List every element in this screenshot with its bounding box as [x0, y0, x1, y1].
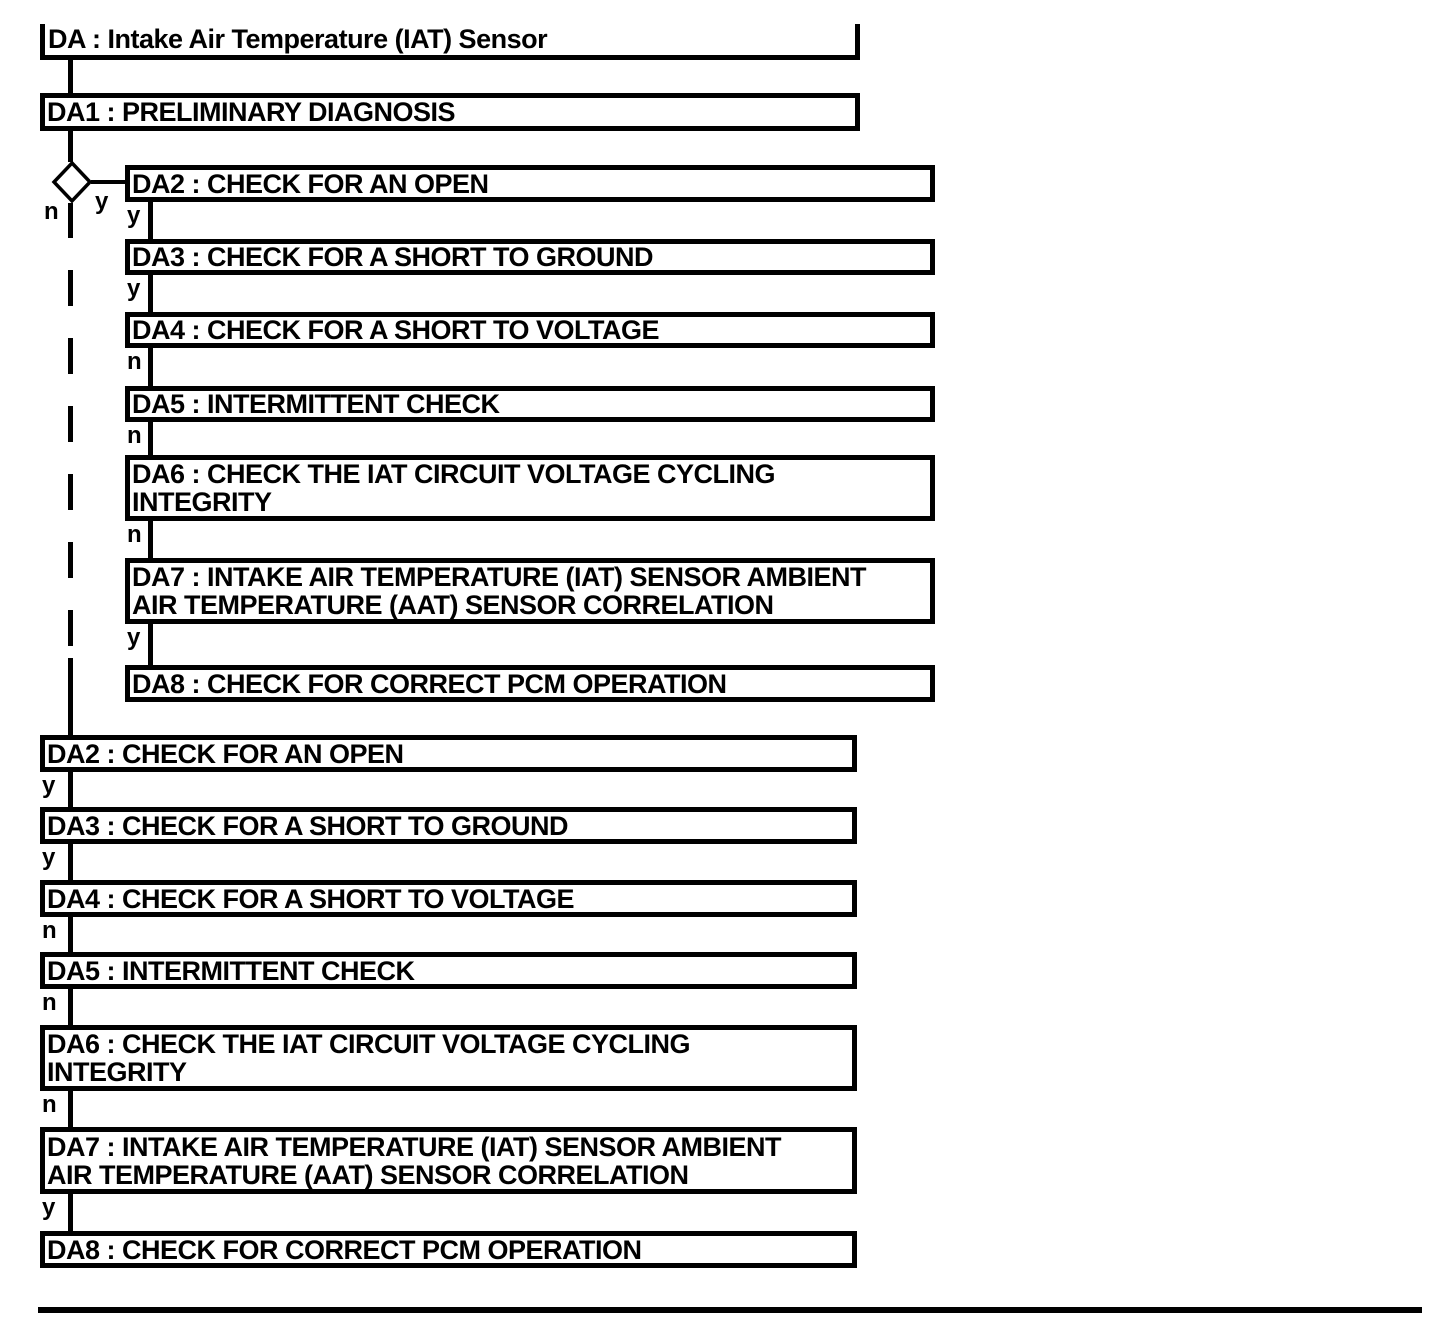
connector-line: [148, 202, 153, 239]
step-text: DA2 : CHECK FOR AN OPEN: [132, 168, 489, 199]
connector-line: [148, 624, 153, 665]
step-text: DA5 : INTERMITTENT CHECK: [47, 955, 415, 986]
step-box-da4-no: DA4 : CHECK FOR A SHORT TO VOLTAGE: [40, 880, 857, 917]
step-text: DA6 : CHECK THE IAT CIRCUIT VOLTAGE CYCL…: [132, 459, 776, 489]
chart-title-text: DA : Intake Air Temperature (IAT) Sensor: [48, 24, 548, 54]
step-text: DA8 : CHECK FOR CORRECT PCM OPERATION: [132, 668, 727, 699]
decision-no-label: n: [44, 198, 59, 225]
step-text: DA1 : PRELIMINARY DIAGNOSIS: [47, 97, 456, 127]
branch-label: y: [42, 844, 55, 871]
branch-label: y: [127, 624, 140, 651]
connector-line: [68, 917, 73, 952]
branch-label: n: [42, 917, 57, 944]
branch-label: n: [42, 989, 57, 1016]
connector-line: [68, 1194, 73, 1231]
branch-label: n: [42, 1091, 57, 1118]
dashed-connector-line: [68, 238, 73, 658]
branch-label: y: [42, 1194, 55, 1221]
branch-label: y: [127, 202, 140, 229]
connector-line: [148, 348, 153, 386]
step-text: INTEGRITY: [47, 1057, 187, 1087]
connector-line: [68, 658, 73, 735]
step-text: DA3 : CHECK FOR A SHORT TO GROUND: [47, 810, 569, 841]
step-box-da7-yes: DA7 : INTAKE AIR TEMPERATURE (IAT) SENSO…: [125, 558, 935, 624]
step-text: AIR TEMPERATURE (AAT) SENSOR CORRELATION: [132, 590, 774, 620]
step-text: AIR TEMPERATURE (AAT) SENSOR CORRELATION: [47, 1159, 689, 1190]
step-box-da3-yes: DA3 : CHECK FOR A SHORT TO GROUND: [125, 239, 935, 275]
step-text: DA2 : CHECK FOR AN OPEN: [47, 738, 404, 769]
step-box-da2-yes: DA2 : CHECK FOR AN OPEN: [125, 165, 935, 202]
step-box-da2-no: DA2 : CHECK FOR AN OPEN: [40, 735, 857, 772]
connector-line: [68, 1091, 73, 1127]
step-box-da8-yes: DA8 : CHECK FOR CORRECT PCM OPERATION: [125, 665, 935, 702]
connector-line: [68, 60, 73, 93]
connector-line: [148, 521, 153, 558]
branch-label: y: [42, 772, 55, 799]
connector-line: [68, 772, 73, 807]
step-box-da6-yes: DA6 : CHECK THE IAT CIRCUIT VOLTAGE CYCL…: [125, 455, 935, 521]
step-box-da1: DA1 : PRELIMINARY DIAGNOSIS: [40, 93, 860, 131]
connector-line: [68, 989, 73, 1025]
step-text: DA8 : CHECK FOR CORRECT PCM OPERATION: [47, 1234, 642, 1265]
step-text: DA7 : INTAKE AIR TEMPERATURE (IAT) SENSO…: [47, 1131, 782, 1162]
connector-line: [91, 180, 125, 184]
step-text: DA6 : CHECK THE IAT CIRCUIT VOLTAGE CYCL…: [47, 1029, 691, 1059]
step-box-da8-no: DA8 : CHECK FOR CORRECT PCM OPERATION: [40, 1231, 857, 1268]
connector-line: [68, 203, 73, 238]
step-box-da3-no: DA3 : CHECK FOR A SHORT TO GROUND: [40, 807, 857, 844]
connector-line: [68, 131, 73, 162]
step-box-da5-yes: DA5 : INTERMITTENT CHECK: [125, 386, 935, 422]
connector-line: [68, 844, 73, 880]
connector-line: [148, 275, 153, 312]
step-text: DA4 : CHECK FOR A SHORT TO VOLTAGE: [132, 315, 660, 345]
branch-label: n: [127, 348, 142, 375]
step-box-da4-yes: DA4 : CHECK FOR A SHORT TO VOLTAGE: [125, 312, 935, 348]
footer-rule: [38, 1307, 1422, 1313]
step-text: DA4 : CHECK FOR A SHORT TO VOLTAGE: [47, 883, 575, 914]
connector-line: [148, 422, 153, 455]
step-text: INTEGRITY: [132, 487, 272, 517]
decision-diamond-icon: [51, 160, 93, 204]
branch-label: n: [127, 422, 142, 449]
chart-title: DA : Intake Air Temperature (IAT) Sensor: [40, 24, 860, 60]
step-box-da7-no: DA7 : INTAKE AIR TEMPERATURE (IAT) SENSO…: [40, 1127, 857, 1194]
decision-yes-label: y: [95, 188, 108, 215]
branch-label: y: [127, 275, 140, 302]
branch-label: n: [127, 521, 142, 548]
step-text: DA5 : INTERMITTENT CHECK: [132, 389, 500, 419]
step-box-da6-no: DA6 : CHECK THE IAT CIRCUIT VOLTAGE CYCL…: [40, 1025, 857, 1091]
step-box-da5-no: DA5 : INTERMITTENT CHECK: [40, 952, 857, 989]
step-text: DA7 : INTAKE AIR TEMPERATURE (IAT) SENSO…: [132, 562, 867, 592]
step-text: DA3 : CHECK FOR A SHORT TO GROUND: [132, 242, 654, 272]
